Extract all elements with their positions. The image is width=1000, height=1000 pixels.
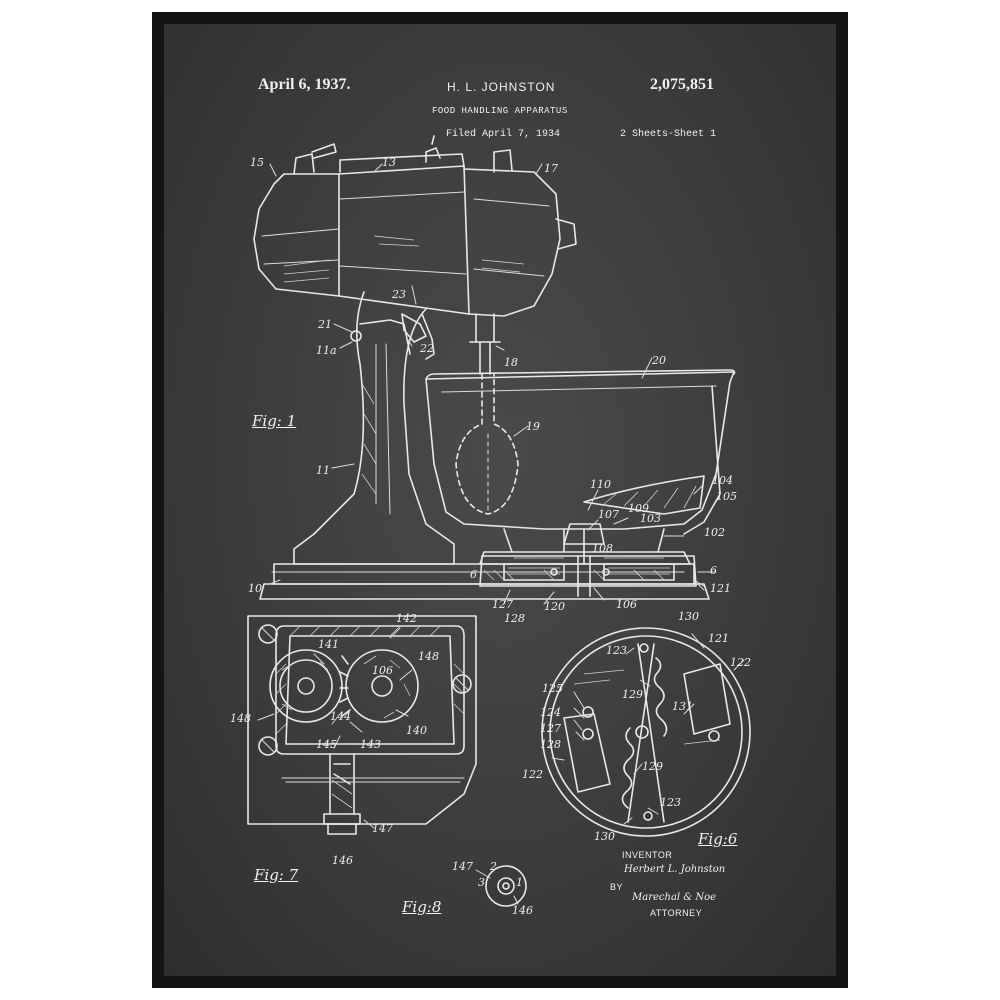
ref-102: 102	[704, 526, 725, 539]
patent-number: 2,075,851	[650, 76, 714, 93]
ref-120: 120	[544, 600, 565, 613]
ref-20: 20	[652, 354, 666, 367]
ref-131: 131	[672, 700, 693, 713]
inventor-signature: Herbert L. Johnston	[624, 864, 726, 875]
ref-128-base: 128	[504, 612, 525, 625]
patent-drawings	[247, 135, 751, 907]
fig6-label: Fig:6	[698, 830, 738, 848]
ref-11: 11	[316, 464, 330, 477]
ref-110: 110	[590, 478, 611, 491]
ref-122-right: 122	[730, 656, 751, 669]
patent-sheets: 2 Sheets-Sheet 1	[620, 129, 717, 140]
ref-141: 141	[318, 638, 339, 651]
ref-144: 144	[330, 710, 351, 723]
ref-103: 103	[640, 512, 661, 525]
ref-22: 22	[420, 342, 434, 355]
ref-148-right: 148	[418, 650, 439, 663]
ref-123-bottom: 123	[660, 796, 681, 809]
ref-105: 105	[716, 490, 737, 503]
ref-130-bottom: 130	[594, 830, 615, 843]
ref-6-right: 6	[710, 564, 717, 577]
ref-121-base: 121	[710, 582, 731, 595]
fig7-gear-housing-drawing	[247, 615, 477, 835]
ref-10: 10	[248, 582, 262, 595]
ref-143: 143	[360, 738, 381, 751]
attorney-label: ATTORNEY	[650, 908, 703, 918]
chalkboard-patent-print: April 6, 1937. H. L. JOHNSTON 2,075,851 …	[164, 24, 836, 976]
picture-frame: April 6, 1937. H. L. JOHNSTON 2,075,851 …	[152, 12, 848, 988]
ref-107: 107	[598, 508, 619, 521]
ref-121-fig6: 121	[708, 632, 729, 645]
ref-15: 15	[250, 156, 264, 169]
ref-11a: 11a	[316, 344, 337, 357]
ref-13: 13	[382, 156, 396, 169]
ref-23: 23	[392, 288, 406, 301]
ref-17: 17	[544, 162, 558, 175]
ref-108: 108	[592, 542, 613, 555]
ref-104: 104	[712, 474, 733, 487]
ref-125: 125	[542, 682, 563, 695]
ref-127-fig6: 127	[540, 722, 561, 735]
by-label: BY	[610, 882, 624, 892]
inventor-label: INVENTOR	[622, 850, 673, 860]
ref-140: 140	[406, 724, 427, 737]
ref-21: 21	[318, 318, 332, 331]
fig8-label: Fig:8	[402, 898, 442, 916]
ref-123-top: 123	[606, 644, 627, 657]
ref-146-fig8: 146	[512, 904, 533, 917]
ref-18: 18	[504, 356, 518, 369]
fig7-label: Fig: 7	[254, 866, 299, 884]
ref-109: 109	[628, 502, 649, 515]
ref-145: 145	[316, 738, 337, 751]
ref-122-left: 122	[522, 768, 543, 781]
base-section-drawing	[459, 555, 717, 605]
fig8-speed-dial-drawing	[475, 865, 527, 907]
dial-digit-2: 2	[490, 860, 497, 873]
ref-129-bottom: 129	[642, 760, 663, 773]
ref-106-gear: 106	[372, 664, 393, 677]
ref-148-left: 148	[230, 712, 251, 725]
fig1-stand-mixer-drawing	[253, 135, 736, 600]
dial-digit-1: 1	[516, 876, 523, 889]
patent-inventor-header: H. L. JOHNSTON	[447, 80, 556, 94]
ref-127-base: 127	[492, 598, 513, 611]
attorney-signature: Marechal & Noe	[632, 892, 717, 903]
ref-142: 142	[396, 612, 417, 625]
ref-106-base: 106	[616, 598, 637, 611]
fig1-label: Fig: 1	[252, 412, 297, 430]
ref-147-fig7: 147	[372, 822, 393, 835]
ref-130-top: 130	[678, 610, 699, 623]
patent-filed-date: Filed April 7, 1934	[446, 129, 561, 140]
dial-digit-3: 3	[478, 876, 485, 889]
patent-date: April 6, 1937.	[258, 76, 351, 93]
ref-6-left: 6	[470, 568, 477, 581]
ref-147-fig8: 147	[452, 860, 473, 873]
ref-129-top: 129	[622, 688, 643, 701]
fig6-turntable-plan-drawing	[541, 627, 751, 837]
ref-146-fig7: 146	[332, 854, 353, 867]
ref-128-fig6: 128	[540, 738, 561, 751]
ref-124: 124	[540, 706, 561, 719]
patent-title: FOOD HANDLING APPARATUS	[432, 106, 568, 116]
ref-19: 19	[526, 420, 540, 433]
